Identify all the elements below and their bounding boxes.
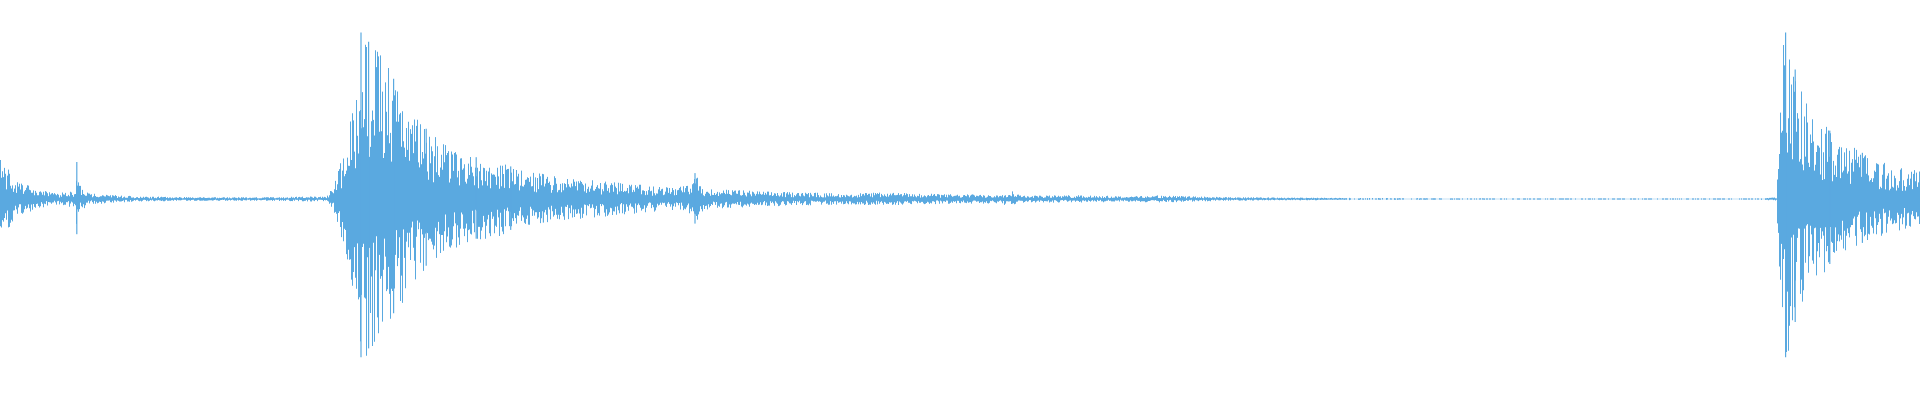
waveform-signal bbox=[0, 44, 1920, 356]
waveform-lines bbox=[0, 32, 1920, 358]
